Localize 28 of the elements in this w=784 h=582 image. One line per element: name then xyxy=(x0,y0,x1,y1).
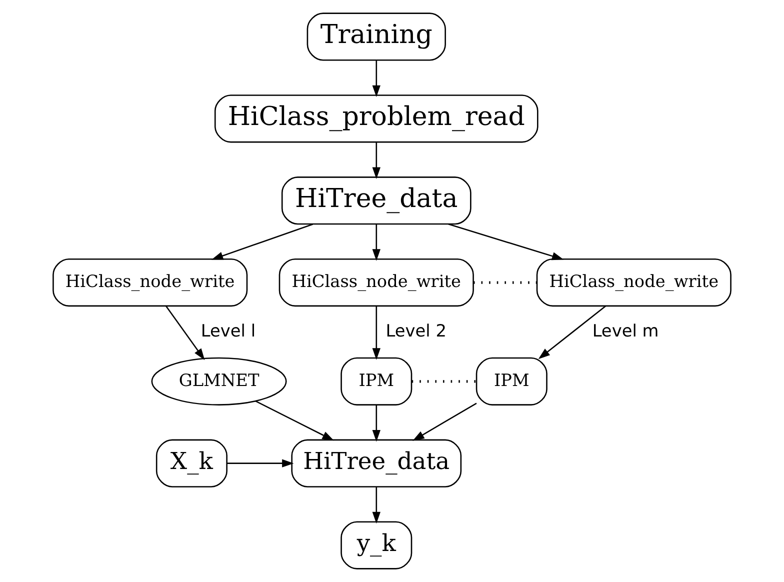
arrow xyxy=(255,400,334,441)
node-box: HiClass_problem_read xyxy=(214,94,538,143)
node-box: IPM xyxy=(476,357,548,406)
edge-label: Level m xyxy=(592,320,659,340)
arrow xyxy=(227,459,294,468)
arrow xyxy=(538,306,606,360)
node-box: IPM xyxy=(340,357,412,406)
arrow xyxy=(372,224,380,261)
arrow xyxy=(211,224,313,260)
node-box: HiTree_data xyxy=(281,176,472,225)
node-box: X_k xyxy=(156,439,228,488)
node-box: Training xyxy=(306,12,446,61)
arrow xyxy=(372,306,380,360)
edge-label: Level l xyxy=(200,320,256,340)
node-box: HiClass_node_write xyxy=(52,258,248,307)
node-box: HiClass_node_write xyxy=(536,258,732,307)
arrow xyxy=(372,487,380,524)
arrow xyxy=(166,306,205,360)
edge-label: Level 2 xyxy=(386,320,446,340)
arrow xyxy=(372,405,380,442)
node-box: HiClass_node_write xyxy=(278,258,474,307)
arrow xyxy=(448,223,564,260)
arrow xyxy=(412,402,477,441)
node-ellipse: GLMNET xyxy=(151,357,287,406)
arrow xyxy=(372,60,380,98)
arrow xyxy=(372,142,380,179)
node-box: y_k xyxy=(340,521,412,570)
node-box: HiTree_data xyxy=(291,439,462,488)
